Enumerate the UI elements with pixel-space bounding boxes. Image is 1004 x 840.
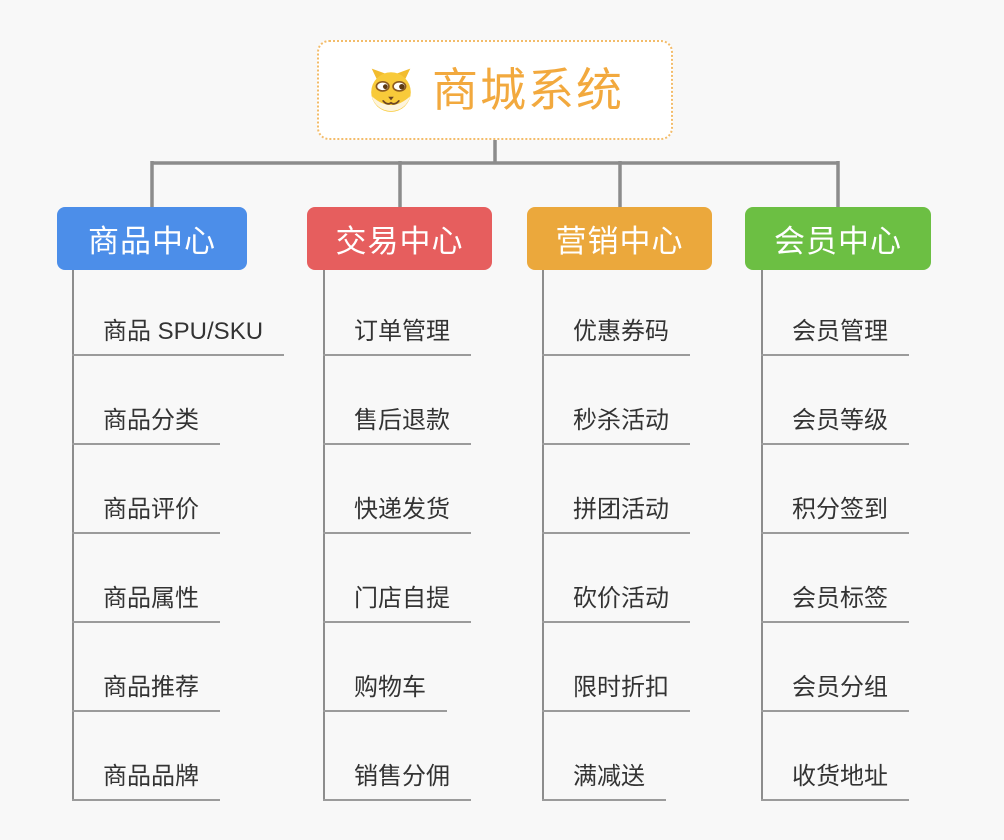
branch-tree-line xyxy=(72,270,74,801)
branch-tree-line xyxy=(323,270,325,801)
leaf-node[interactable]: 收货地址 xyxy=(761,751,909,801)
leaf-node[interactable]: 会员管理 xyxy=(761,306,909,356)
leaf-node[interactable]: 商品推荐 xyxy=(72,662,220,712)
leaf-node[interactable]: 拼团活动 xyxy=(542,484,690,534)
root-node[interactable]: 商城系统 xyxy=(317,40,673,140)
branch-node-marketing-center[interactable]: 营销中心 xyxy=(527,207,712,270)
leaf-node[interactable]: 砍价活动 xyxy=(542,573,690,623)
leaf-node[interactable]: 积分签到 xyxy=(761,484,909,534)
leaf-node[interactable]: 会员等级 xyxy=(761,395,909,445)
branch-node-product-center[interactable]: 商品中心 xyxy=(57,207,247,270)
leaf-node[interactable]: 商品属性 xyxy=(72,573,220,623)
branch-tree-line xyxy=(542,270,544,801)
dog-face-icon xyxy=(371,68,411,112)
branch-node-trade-center[interactable]: 交易中心 xyxy=(307,207,492,270)
branch-tree-line xyxy=(761,270,763,801)
leaf-node[interactable]: 门店自提 xyxy=(323,573,471,623)
leaf-node[interactable]: 快递发货 xyxy=(323,484,471,534)
leaf-node[interactable]: 秒杀活动 xyxy=(542,395,690,445)
leaf-node[interactable]: 优惠券码 xyxy=(542,306,690,356)
leaf-node[interactable]: 会员标签 xyxy=(761,573,909,623)
leaf-node[interactable]: 售后退款 xyxy=(323,395,471,445)
leaf-node[interactable]: 购物车 xyxy=(323,662,447,712)
leaf-node[interactable]: 限时折扣 xyxy=(542,662,690,712)
root-node-label: 商城系统 xyxy=(432,64,624,116)
leaf-node[interactable]: 销售分佣 xyxy=(323,751,471,801)
leaf-node[interactable]: 会员分组 xyxy=(761,662,909,712)
leaf-node[interactable]: 满减送 xyxy=(542,751,666,801)
leaf-node[interactable]: 商品评价 xyxy=(72,484,220,534)
leaf-node[interactable]: 商品品牌 xyxy=(72,751,220,801)
leaf-node[interactable]: 商品分类 xyxy=(72,395,220,445)
branch-node-member-center[interactable]: 会员中心 xyxy=(745,207,931,270)
leaf-node[interactable]: 订单管理 xyxy=(323,306,471,356)
leaf-node[interactable]: 商品 SPU/SKU xyxy=(72,306,285,356)
